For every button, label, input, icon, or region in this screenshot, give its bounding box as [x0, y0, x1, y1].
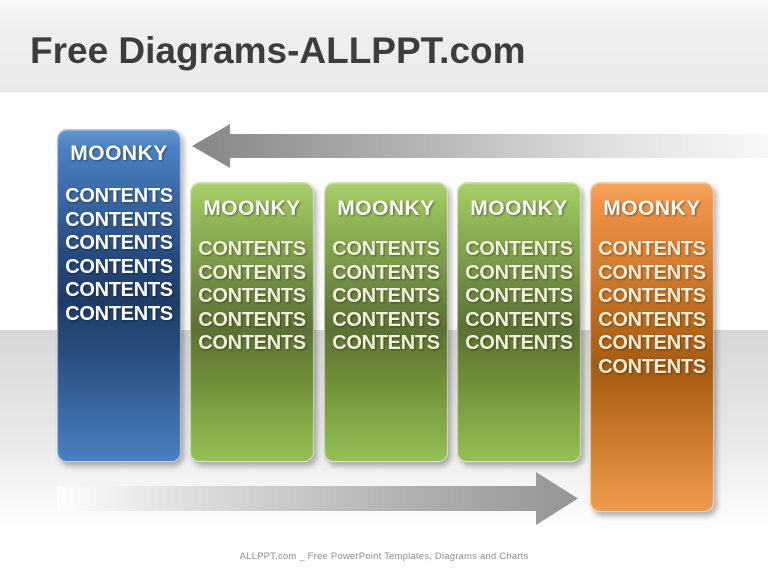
content-item: CONTENTS — [465, 261, 573, 284]
content-item: CONTENTS — [65, 208, 173, 231]
right-arrow-icon — [57, 472, 578, 525]
content-item: CONTENTS — [598, 308, 706, 331]
column-4-items: CONTENTS CONTENTS CONTENTS CONTENTS CONT… — [458, 238, 580, 356]
column-2-title: MOONKY — [203, 197, 301, 220]
column-2-items: CONTENTS CONTENTS CONTENTS CONTENTS CONT… — [191, 238, 313, 356]
page-title: Free Diagrams-ALLPPT.com — [30, 30, 526, 71]
content-item: CONTENTS — [598, 332, 706, 354]
content-item: CONTENTS — [198, 308, 306, 331]
header-band: Free Diagrams-ALLPPT.com — [0, 0, 768, 92]
content-item: CONTENTS — [198, 261, 306, 284]
content-item: CONTENTS — [598, 355, 706, 378]
content-item: CONTENTS — [198, 238, 306, 260]
content-item: CONTENTS — [598, 261, 706, 284]
footer-credit: ALLPPT.com _ Free PowerPoint Templates, … — [239, 551, 529, 562]
column-3-title: MOONKY — [337, 197, 435, 220]
content-item: CONTENTS — [65, 232, 173, 254]
content-item: CONTENTS — [332, 285, 440, 307]
column-4-title: MOONKY — [470, 197, 568, 220]
moonky-column-5: MOONKY CONTENTS CONTENTS CONTENTS CONTEN… — [590, 182, 714, 512]
left-arrow-icon — [192, 124, 768, 168]
content-item: CONTENTS — [65, 279, 173, 301]
content-item: CONTENTS — [598, 285, 706, 307]
column-1-items: CONTENTS CONTENTS CONTENTS CONTENTS CONT… — [58, 185, 180, 326]
content-item: CONTENTS — [65, 255, 173, 278]
moonky-column-2: MOONKY CONTENTS CONTENTS CONTENTS CONTEN… — [190, 182, 314, 462]
column-5-title: MOONKY — [603, 197, 701, 220]
content-item: CONTENTS — [65, 185, 173, 207]
content-item: CONTENTS — [465, 238, 573, 260]
column-3-items: CONTENTS CONTENTS CONTENTS CONTENTS CONT… — [325, 238, 447, 356]
content-item: CONTENTS — [332, 308, 440, 331]
content-item: CONTENTS — [332, 261, 440, 284]
content-item: CONTENTS — [465, 332, 573, 354]
content-item: CONTENTS — [198, 332, 306, 354]
content-item: CONTENTS — [598, 238, 706, 260]
column-1-title: MOONKY — [70, 142, 168, 165]
content-item: CONTENTS — [465, 285, 573, 307]
content-item: CONTENTS — [332, 332, 440, 354]
content-item: CONTENTS — [332, 238, 440, 260]
content-item: CONTENTS — [465, 308, 573, 331]
moonky-column-1: MOONKY CONTENTS CONTENTS CONTENTS CONTEN… — [57, 129, 181, 462]
content-item: CONTENTS — [198, 285, 306, 307]
content-item: CONTENTS — [65, 302, 173, 325]
column-5-items: CONTENTS CONTENTS CONTENTS CONTENTS CONT… — [591, 238, 713, 379]
moonky-column-3: MOONKY CONTENTS CONTENTS CONTENTS CONTEN… — [324, 182, 448, 462]
moonky-column-4: MOONKY CONTENTS CONTENTS CONTENTS CONTEN… — [457, 182, 581, 462]
